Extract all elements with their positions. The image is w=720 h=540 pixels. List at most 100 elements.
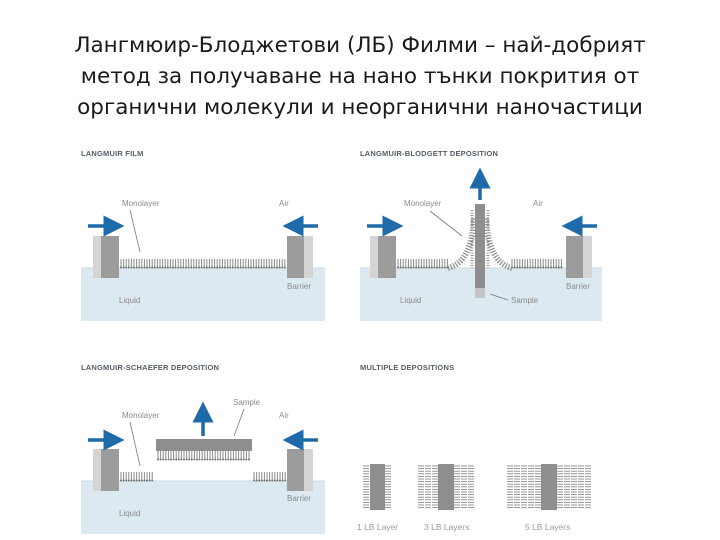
molecule-head [135, 479, 138, 482]
molecule-head [279, 479, 281, 482]
slide-title: Лангмюир-Блоджетови (ЛБ) Филми – най-доб… [20, 30, 700, 123]
molecule-head [159, 458, 162, 461]
molecule-head [257, 266, 260, 269]
molecule-head [526, 266, 529, 269]
barrier-left [378, 236, 396, 278]
molecule-head [170, 458, 172, 461]
molecule-head [164, 458, 167, 461]
molecule-head [271, 479, 274, 482]
molecule-head [187, 266, 190, 269]
label-monolayer: Monolayer [122, 199, 160, 208]
substrate [370, 464, 385, 510]
molecule-head [130, 479, 133, 482]
label-barrier: Barrier [566, 282, 590, 291]
label-monolayer: Monolayer [122, 411, 160, 420]
molecule-head [216, 458, 219, 461]
label-5-lb-layers: 5 LB Layers [525, 522, 570, 532]
molecule-head [263, 266, 265, 269]
molecule-head [428, 266, 431, 269]
molecule-head [175, 458, 178, 461]
molecule-head [531, 266, 534, 269]
molecule-head [276, 266, 278, 269]
pointer-sample [489, 293, 509, 301]
molecule-head [529, 266, 532, 269]
molecule-head [397, 266, 399, 269]
molecule-head [436, 266, 438, 269]
molecule-head [201, 458, 204, 461]
molecule-head [253, 479, 255, 482]
molecule-head [213, 266, 216, 269]
molecule-head [430, 266, 433, 269]
molecule-head [169, 266, 172, 269]
molecule-head [266, 479, 268, 482]
molecule-head [208, 266, 211, 269]
molecule-head [513, 266, 516, 269]
molecule-head [167, 458, 170, 461]
molecule-head [214, 458, 217, 461]
molecule-head [140, 266, 143, 269]
molecule-head [226, 266, 229, 269]
molecule-head [205, 266, 208, 269]
molecule-head [402, 266, 405, 269]
molecule-head [162, 458, 165, 461]
molecule-head [242, 266, 245, 269]
molecule-head [206, 458, 209, 461]
molecule-head [239, 266, 242, 269]
molecule-head [125, 479, 128, 482]
molecule-head [148, 266, 151, 269]
barrier-shadow-right [304, 449, 313, 491]
molecule-head [252, 266, 255, 269]
molecule-head [537, 266, 539, 269]
molecule-head [177, 266, 180, 269]
molecule-head [231, 266, 234, 269]
molecule-head [224, 458, 227, 461]
molecule-head [122, 479, 125, 482]
molecule-head [237, 458, 240, 461]
molecule-head [164, 266, 167, 269]
molecule-head [177, 458, 180, 461]
molecule-head [268, 479, 271, 482]
barrier-left [101, 236, 119, 278]
molecule-head [412, 266, 415, 269]
molecule-head [120, 266, 122, 269]
molecule-head [516, 266, 519, 269]
barrier-shadow-left [93, 449, 102, 491]
molecule-head [188, 458, 191, 461]
molecule-head [273, 266, 276, 269]
molecule-stack [507, 465, 591, 509]
molecule-head [560, 266, 563, 269]
molecule-head [276, 479, 279, 482]
molecule-head [263, 479, 266, 482]
molecule-stack [418, 465, 474, 509]
molecule-head [146, 479, 148, 482]
label-liquid: Liquid [119, 509, 140, 518]
label-1-lb-layer: 1 LB Layer [357, 522, 398, 532]
molecule-head [250, 266, 252, 269]
barrier-shadow-left [370, 236, 379, 278]
monolayer-molecules-left [397, 259, 449, 269]
molecule-head [209, 458, 211, 461]
molecule-head [518, 266, 521, 269]
panel-langmuir-blodgett: LANGMUIR-BLODGETT DEPOSITION Monolayer A… [360, 149, 602, 321]
molecule-head [133, 479, 135, 482]
label-air: Air [533, 199, 543, 208]
panel-title-multiple-depositions: MULTIPLE DEPOSITIONS [360, 363, 454, 372]
molecule-head [120, 479, 122, 482]
pointer-monolayer [129, 421, 141, 467]
monolayer-molecules-left [120, 472, 154, 482]
molecule-head [255, 479, 258, 482]
molecule-head [192, 266, 195, 269]
molecule-head [399, 266, 402, 269]
molecule-head [242, 458, 245, 461]
molecule-head [122, 266, 125, 269]
molecule-head [151, 266, 154, 269]
label-air: Air [279, 411, 289, 420]
molecule-head [211, 266, 213, 269]
barrier-right [287, 236, 305, 278]
pointer-monolayer [129, 209, 141, 253]
molecule-head [196, 458, 198, 461]
molecule-head [146, 266, 148, 269]
molecule-head [185, 266, 187, 269]
molecule-head [410, 266, 412, 269]
